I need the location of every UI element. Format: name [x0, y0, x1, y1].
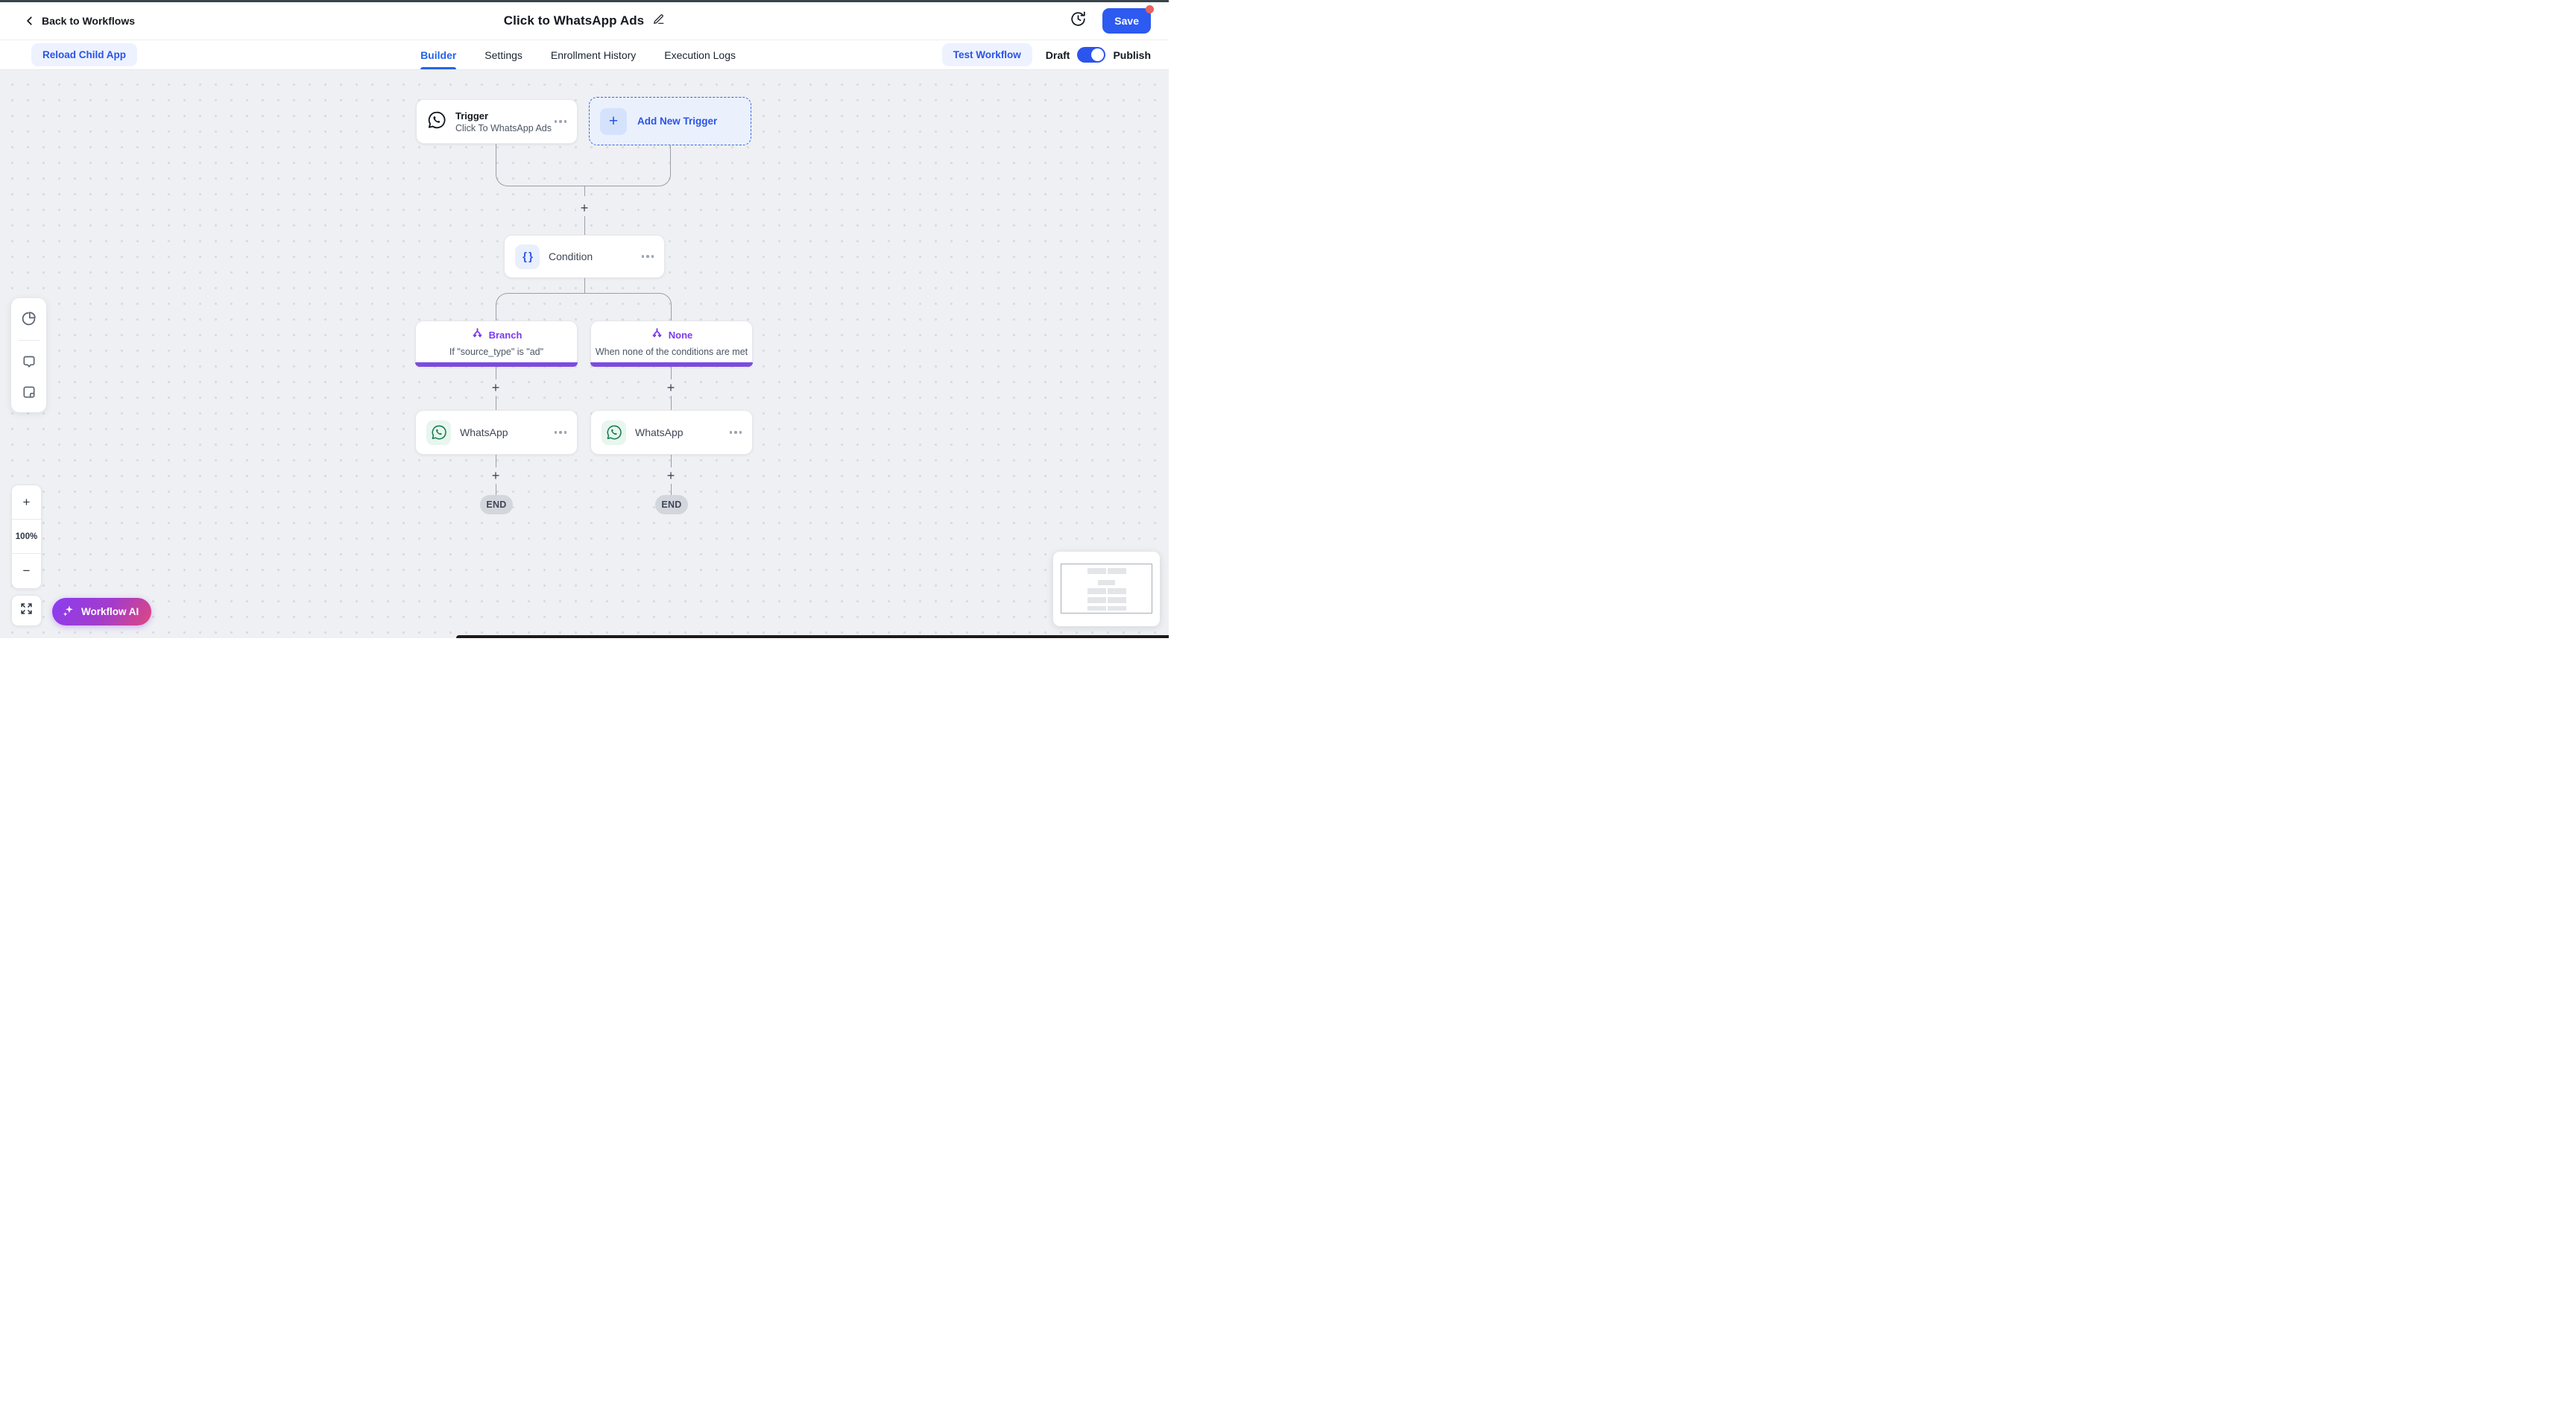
- connector-line: [584, 293, 672, 321]
- more-options-icon[interactable]: [641, 252, 654, 261]
- tab-execution-logs[interactable]: Execution Logs: [664, 48, 736, 61]
- publish-toggle-group: Draft Publish: [1046, 47, 1151, 63]
- minimap-viewport: [1061, 564, 1152, 614]
- publish-label: Publish: [1113, 48, 1151, 61]
- back-to-workflows-button[interactable]: Back to Workflows: [25, 15, 135, 27]
- header-bar: Back to Workflows Click to WhatsApp Ads …: [0, 2, 1169, 40]
- branch-node[interactable]: Branch If "source_type" is "ad": [415, 321, 578, 367]
- more-options-icon[interactable]: [554, 428, 566, 437]
- whatsapp-action-node[interactable]: WhatsApp: [590, 410, 753, 455]
- connector-line: [584, 186, 585, 196]
- condition-label: Condition: [549, 250, 593, 262]
- add-step-button[interactable]: +: [487, 379, 504, 396]
- workflow-ai-button[interactable]: Workflow AI: [52, 598, 152, 625]
- save-label: Save: [1114, 15, 1139, 27]
- whatsapp-node-label: WhatsApp: [460, 426, 508, 438]
- branch-split-icon: [471, 327, 484, 344]
- window-top-strip: [0, 0, 1169, 2]
- add-new-trigger-label: Add New Trigger: [637, 116, 718, 127]
- sparkles-icon: [62, 605, 75, 620]
- end-badge: END: [480, 495, 513, 514]
- branch-accent-bar: [415, 362, 578, 367]
- publish-toggle[interactable]: [1077, 47, 1106, 63]
- none-branch-subtitle: When none of the conditions are met: [595, 346, 748, 357]
- more-options-icon[interactable]: [729, 428, 742, 437]
- expand-icon: [20, 602, 33, 619]
- title-group: Click to WhatsApp Ads: [504, 13, 665, 29]
- add-step-button[interactable]: +: [663, 467, 679, 484]
- whatsapp-icon: [426, 420, 451, 445]
- toolbar-right: Test Workflow Draft Publish: [941, 40, 1151, 69]
- trigger-title: Trigger: [455, 110, 489, 122]
- branch-condition-text: If "source_type" is "ad": [449, 346, 544, 357]
- zoom-controls: + 100% −: [11, 485, 42, 589]
- comments-icon[interactable]: [21, 354, 37, 371]
- unsaved-changes-dot: [1146, 5, 1154, 13]
- tab-builder[interactable]: Builder: [420, 40, 457, 69]
- add-new-trigger-button[interactable]: + Add New Trigger: [589, 97, 751, 145]
- save-button[interactable]: Save: [1102, 5, 1154, 34]
- window-bottom-strip: [456, 635, 1169, 638]
- back-label: Back to Workflows: [42, 15, 135, 27]
- workflow-canvas[interactable]: + + + + + Trigger Click To WhatsApp Ads …: [0, 70, 1169, 638]
- whatsapp-icon: [602, 420, 626, 445]
- add-step-button[interactable]: +: [576, 200, 593, 216]
- whatsapp-action-node[interactable]: WhatsApp: [415, 410, 578, 455]
- branch-accent-bar: [590, 362, 753, 367]
- connector-line: [584, 216, 585, 235]
- trigger-subtitle: Click To WhatsApp Ads: [455, 122, 552, 133]
- chevron-left-icon: [25, 16, 35, 26]
- toggle-knob: [1091, 48, 1105, 61]
- sticky-note-icon[interactable]: [21, 384, 37, 400]
- divider: [18, 340, 40, 341]
- branch-split-icon: [651, 327, 663, 344]
- workflow-builder-screen: Back to Workflows Click to WhatsApp Ads …: [0, 0, 1169, 638]
- edit-title-icon[interactable]: [653, 13, 665, 29]
- more-options-icon[interactable]: [554, 117, 566, 126]
- none-branch-node[interactable]: None When none of the conditions are met: [590, 321, 753, 367]
- connector-line: [496, 293, 584, 321]
- condition-braces-icon: { }: [515, 244, 540, 269]
- trigger-node[interactable]: Trigger Click To WhatsApp Ads: [416, 99, 578, 144]
- minimap[interactable]: [1053, 552, 1160, 626]
- condition-node[interactable]: { } Condition: [504, 235, 665, 278]
- zoom-level: 100%: [12, 520, 41, 554]
- tab-enrollment-history[interactable]: Enrollment History: [550, 48, 637, 61]
- connector-line: [496, 144, 584, 186]
- tab-bar: Builder Settings Enrollment History Exec…: [420, 40, 736, 69]
- test-workflow-button[interactable]: Test Workflow: [941, 43, 1032, 66]
- zoom-out-button[interactable]: −: [12, 554, 41, 588]
- analytics-pie-icon[interactable]: [21, 310, 37, 327]
- header-right: Save: [1070, 5, 1154, 34]
- add-step-button[interactable]: +: [487, 467, 504, 484]
- connector-line: [584, 278, 585, 293]
- fit-view-button[interactable]: [11, 595, 42, 626]
- whatsapp-icon: [427, 110, 446, 133]
- reload-child-app-button[interactable]: Reload Child App: [31, 43, 137, 66]
- draft-label: Draft: [1045, 48, 1070, 61]
- workflow-ai-label: Workflow AI: [81, 606, 139, 617]
- branch-title: Branch: [488, 330, 523, 341]
- page-title: Click to WhatsApp Ads: [503, 13, 645, 28]
- whatsapp-node-label: WhatsApp: [635, 426, 684, 438]
- zoom-in-button[interactable]: +: [12, 485, 41, 520]
- secondary-toolbar: Reload Child App Builder Settings Enroll…: [0, 40, 1169, 70]
- plus-icon: +: [600, 107, 627, 135]
- end-badge: END: [655, 495, 688, 514]
- canvas-tool-panel: [11, 298, 46, 412]
- version-history-icon[interactable]: [1070, 11, 1086, 31]
- connector-line: [584, 145, 671, 186]
- none-branch-title: None: [668, 330, 693, 341]
- tab-settings[interactable]: Settings: [484, 48, 523, 61]
- add-step-button[interactable]: +: [663, 379, 679, 396]
